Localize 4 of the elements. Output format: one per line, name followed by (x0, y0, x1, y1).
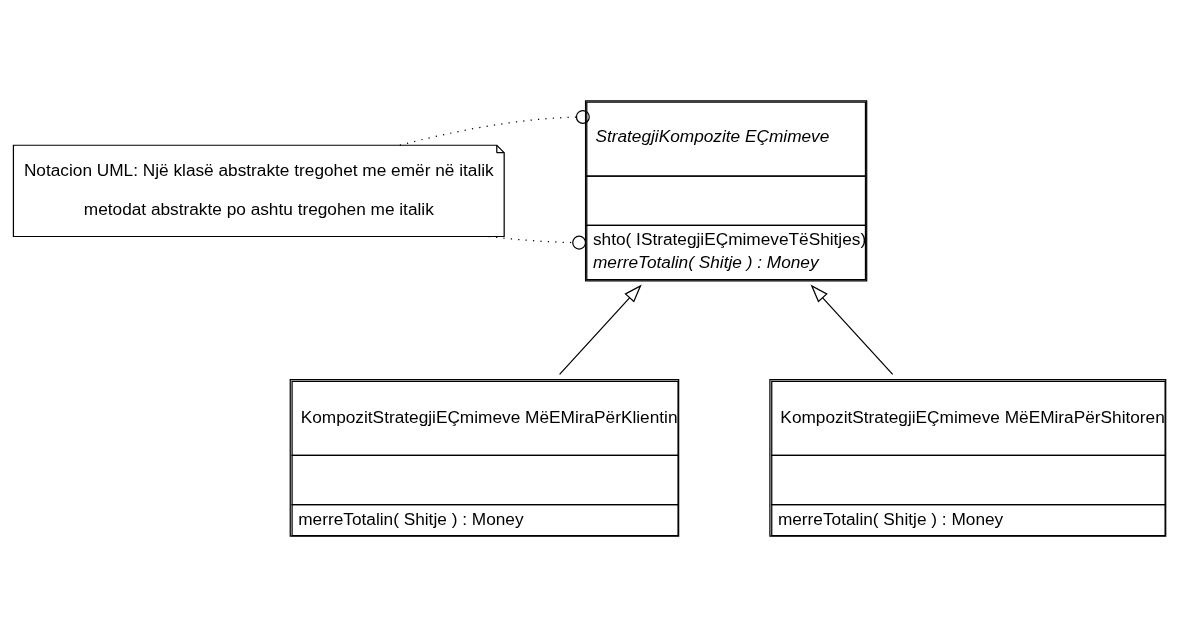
arrow (558, 284, 642, 375)
connector (488, 235, 587, 250)
arrow (810, 284, 894, 375)
connector (399, 109, 590, 146)
